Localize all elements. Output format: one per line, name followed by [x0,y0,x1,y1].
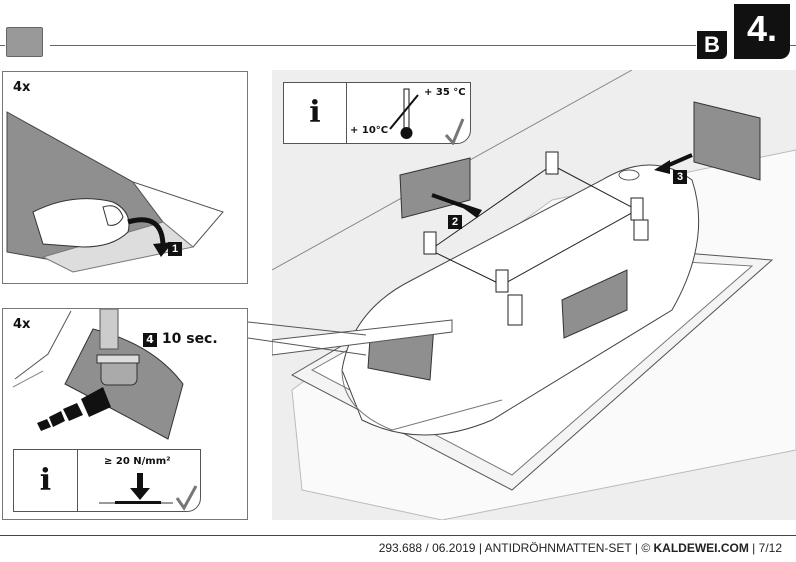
document-number: 293.688 / 06.2019 [378,541,476,555]
separator: | [634,541,638,555]
checkmark-icon [175,485,198,511]
pressure-label: ≥ 20 N/mm² [104,456,171,467]
product-name: ANTIDRÖHNMATTEN-SET [484,541,632,555]
peel-backing-illustration [6,111,224,273]
copyright-symbol: © [641,541,651,555]
info-icon: i [284,83,347,143]
min-temperature: + 10°C [350,125,389,136]
brand-link[interactable]: KALDEWEI.COM [653,541,749,555]
section-tab [6,27,43,57]
roller-illustration [12,309,184,440]
pressure-info-box: i ≥ 20 N/mm² [13,449,201,512]
panel-peel-backing: 4x 1 [2,71,248,284]
step-2-badge: 2 [448,215,462,229]
step-4-badge: 4 [143,333,157,347]
quantity-label: 4x [13,317,31,332]
temperature-info-box: i + 35 °C + 10°C [283,82,471,145]
section-badge: B [697,31,727,59]
bathtub-illustration-area: 2 3 [272,70,796,520]
separator: | [752,541,756,555]
pressure-arrow-icon [99,473,198,511]
header-divider [50,45,696,46]
checkmark-icon [444,118,465,145]
step-3-badge: 3 [673,170,687,184]
footer: 293.688 / 06.2019 | ANTIDRÖHNMATTEN-SET … [379,541,782,555]
step-number-badge: 4. [734,4,790,59]
thermometer-icon [389,88,465,145]
separator: | [478,541,482,555]
callout-connector [247,321,367,356]
info-icon: i [14,450,78,511]
quantity-label: 4x [13,80,31,95]
max-temperature: + 35 °C [424,87,466,98]
page-number: 7/12 [758,541,782,555]
panel-press-mat: 4x 4 10 sec. i ≥ 20 N/mm² [2,308,248,520]
bathtub-illustration [272,70,796,520]
footer-divider [0,535,796,536]
duration-label: 10 sec. [161,331,218,347]
step-1-badge: 1 [168,242,182,256]
